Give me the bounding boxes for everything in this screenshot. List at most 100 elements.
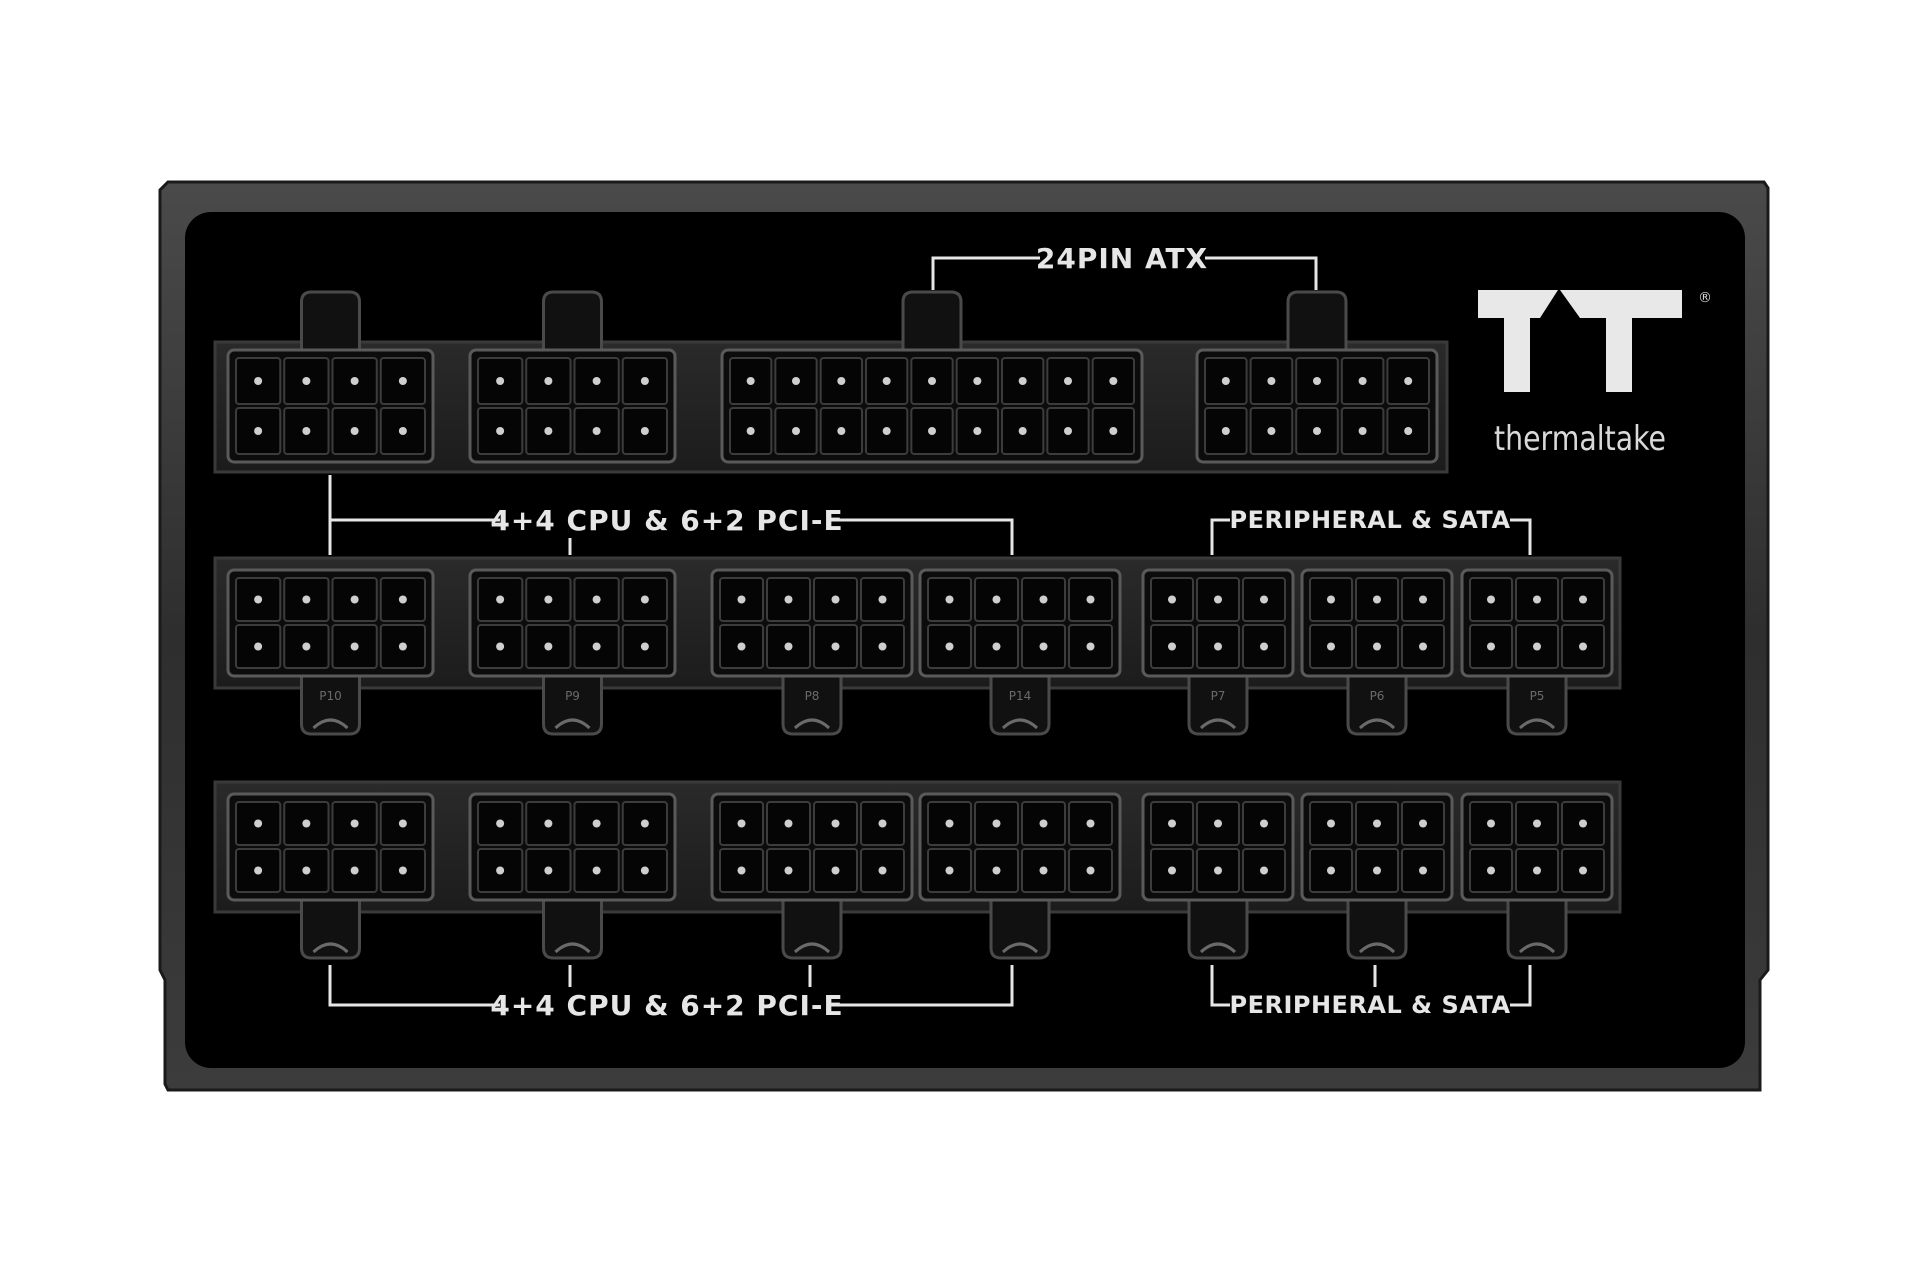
pin [1373, 595, 1381, 604]
pin [1313, 377, 1321, 385]
pin [1313, 427, 1321, 435]
pin [302, 866, 311, 875]
pin [302, 642, 311, 651]
pin [1168, 866, 1176, 875]
pin [1018, 427, 1027, 435]
pin [837, 427, 846, 435]
pin [1214, 819, 1222, 828]
latch-tab [300, 670, 361, 736]
pin [1267, 377, 1276, 385]
pin [737, 642, 746, 651]
pin [928, 427, 936, 435]
peri-bottom-left [1210, 965, 1230, 1007]
pin [792, 377, 800, 385]
pin [350, 642, 359, 651]
pin [1168, 642, 1176, 651]
pin [1579, 819, 1587, 828]
pin [992, 866, 1001, 875]
pin [398, 595, 407, 604]
pin [1327, 642, 1335, 651]
pin [878, 595, 887, 604]
pin [544, 595, 553, 604]
connector-row2-5: P7 [1141, 568, 1295, 736]
pin [1579, 595, 1587, 604]
pin [1039, 866, 1048, 875]
pin [544, 866, 553, 875]
pin [254, 427, 263, 435]
pin [592, 819, 601, 828]
pin [784, 866, 793, 875]
pin [784, 595, 793, 604]
pin [1404, 427, 1413, 435]
pin [350, 866, 359, 875]
label-peripheral-sata-top: PERIPHERAL & SATA [1229, 506, 1510, 534]
pin [878, 819, 887, 828]
pin [1533, 642, 1541, 651]
pin [350, 819, 359, 828]
pin [1109, 427, 1118, 435]
pin [1579, 642, 1587, 651]
pin [640, 819, 649, 828]
pin-label: P10 [319, 689, 342, 703]
pin [1260, 642, 1268, 651]
pin [1373, 819, 1381, 828]
connector-row3-2 [468, 792, 677, 960]
pin [992, 642, 1001, 651]
connector-row1-atx-aux [1195, 290, 1439, 464]
pin [1214, 866, 1222, 875]
connector-row2-2: P9 [468, 568, 677, 736]
latch-tab [1187, 894, 1249, 960]
pin [1487, 642, 1495, 651]
pin [302, 595, 311, 604]
connector-row3-1 [226, 792, 435, 960]
pin [1358, 427, 1367, 435]
latch-tab [989, 894, 1051, 960]
atx-bracket-right [1205, 256, 1318, 290]
cpu-bottom-line-right [835, 965, 1014, 1007]
pin [837, 377, 846, 385]
pin [1086, 819, 1095, 828]
pin [928, 377, 936, 385]
connector-row3-7 [1460, 792, 1614, 960]
pin [831, 642, 840, 651]
pin [302, 377, 311, 385]
pin [254, 642, 263, 651]
pin [1487, 819, 1495, 828]
pin [878, 642, 887, 651]
pin [878, 866, 887, 875]
label-peripheral-sata-bottom: PERIPHERAL & SATA [1229, 991, 1510, 1019]
pin [1109, 377, 1118, 385]
pin [784, 819, 793, 828]
pin [254, 866, 263, 875]
pin [544, 427, 553, 435]
pin [1419, 819, 1427, 828]
pin [398, 377, 407, 385]
pin [1039, 642, 1048, 651]
pin [1214, 595, 1222, 604]
pin [350, 377, 359, 385]
pin [1419, 595, 1427, 604]
latch-tab [1506, 670, 1568, 736]
pin [496, 595, 505, 604]
peri-bottom-right [1510, 965, 1532, 1007]
pin [737, 819, 746, 828]
pin [1267, 427, 1276, 435]
pin-label: P6 [1370, 689, 1385, 703]
pin-label: P7 [1211, 689, 1226, 703]
pin [254, 819, 263, 828]
cpu-bottom-line-left [328, 965, 500, 1007]
pin [1260, 819, 1268, 828]
pin [496, 819, 505, 828]
latch-tab [781, 670, 843, 736]
pin [1533, 866, 1541, 875]
pin [398, 427, 407, 435]
pin [592, 866, 601, 875]
pin-label: P14 [1009, 689, 1032, 703]
thermaltake-wordmark: thermaltake [1494, 419, 1666, 459]
pin [1039, 595, 1048, 604]
pin [592, 427, 601, 435]
pin [746, 427, 755, 435]
connector-row3-4 [918, 792, 1122, 960]
